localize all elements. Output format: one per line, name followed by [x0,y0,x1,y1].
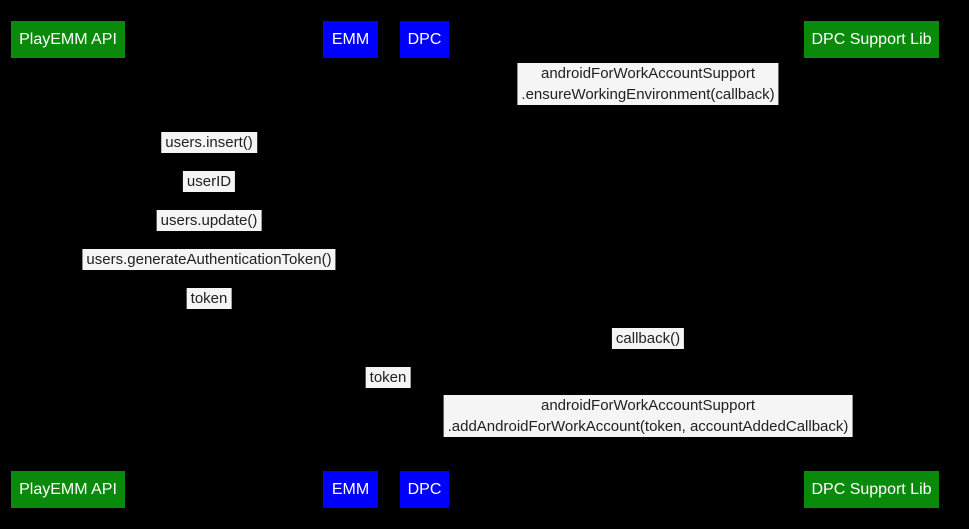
actor-emm-bottom: EMM [323,471,378,508]
actor-dpc-bottom: DPC [400,471,449,508]
message-line: users.generateAuthenticationToken() [86,251,332,268]
message-line: users.insert() [165,134,253,151]
actor-dpc-top: DPC [400,21,449,58]
message-line: userID [186,173,232,190]
message-ensure-working-environment: androidForWorkAccountSupport .ensureWork… [517,63,779,105]
message-users-generate-authentication-token: users.generateAuthenticationToken() [82,249,336,270]
message-users-insert: users.insert() [161,132,257,153]
actor-playemm-api-bottom: PlayEMM API [11,471,125,508]
message-callback: callback() [611,328,685,349]
message-line: .addAndroidForWorkAccount(token, account… [447,418,849,435]
actor-playemm-api-top: PlayEMM API [11,21,125,58]
actor-dpc-support-lib-top: DPC Support Lib [804,21,939,58]
message-users-update: users.update() [156,210,262,231]
message-add-android-for-work-account: androidForWorkAccountSupport .addAndroid… [443,395,853,437]
message-line: androidForWorkAccountSupport [541,397,755,414]
message-line: callback() [615,330,681,347]
message-line: token [190,290,228,307]
message-token-return: token [186,288,232,309]
message-line: .ensureWorkingEnvironment(callback) [521,86,775,103]
actor-dpc-support-lib-bottom: DPC Support Lib [804,471,939,508]
message-line: androidForWorkAccountSupport [540,65,755,82]
message-line: token [369,369,407,386]
message-line: users.update() [160,212,258,229]
message-userid: userID [182,171,236,192]
actor-emm-top: EMM [323,21,378,58]
message-token-forward: token [365,367,411,388]
